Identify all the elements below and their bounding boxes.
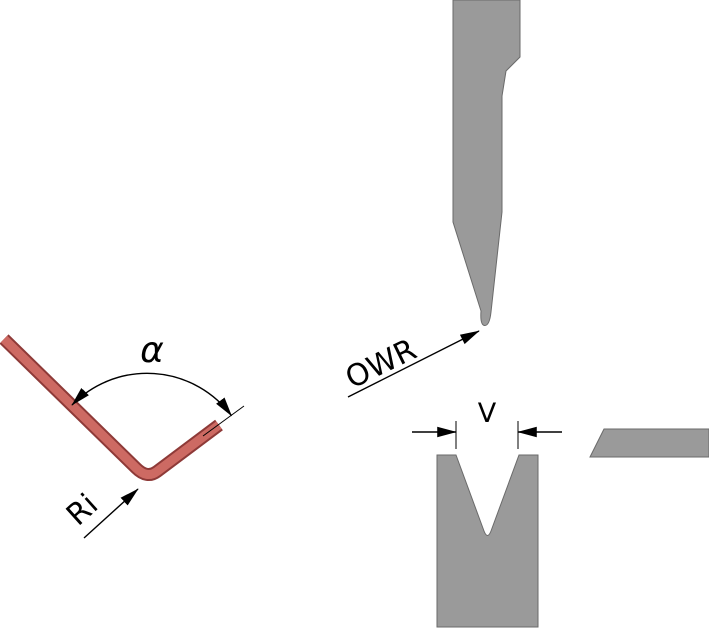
- die-shape: [436, 454, 539, 628]
- punch-radius-leader: [347, 330, 480, 398]
- angle-extension-line: [202, 405, 245, 437]
- punch-radius-label: OWR: [340, 332, 422, 396]
- bent-sheet-core: [0, 335, 222, 480]
- punch-shape: [452, 0, 521, 326]
- angle-arc: [71, 372, 233, 417]
- inner-radius-leader: [83, 488, 139, 539]
- angle-label: α: [140, 330, 164, 371]
- sheet-strip-shape: [589, 428, 709, 458]
- die-opening-label: V: [478, 398, 497, 429]
- inner-radius-label: Ri: [60, 487, 105, 533]
